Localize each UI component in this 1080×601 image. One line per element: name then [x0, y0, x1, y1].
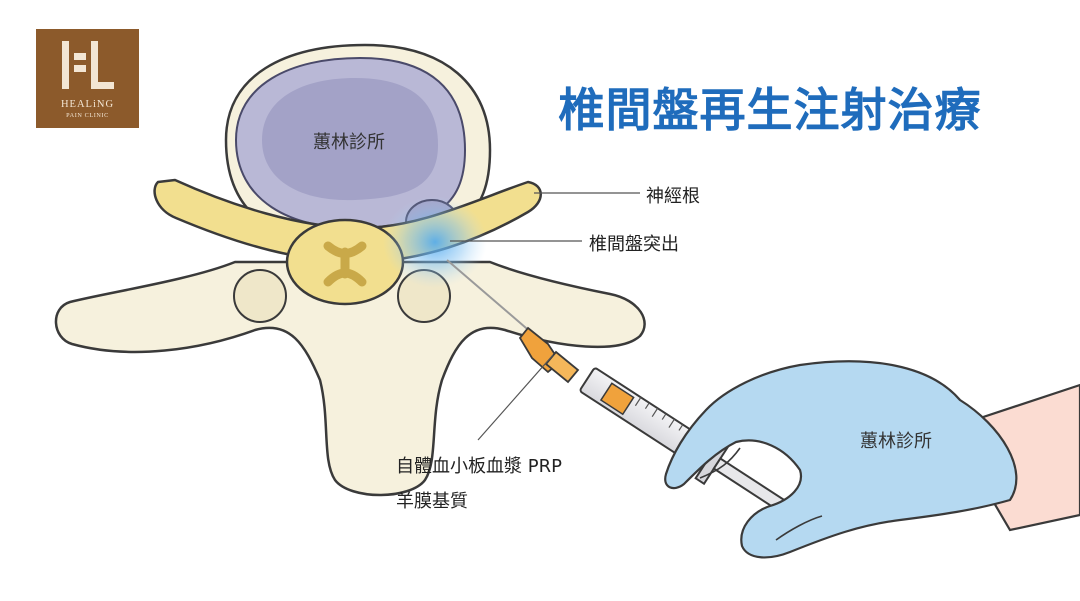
nerve-root-label: 神經根 — [646, 186, 700, 207]
vertebra-bone — [54, 260, 646, 497]
disc-watermark-label: 蕙林診所 — [313, 132, 385, 153]
disc-herniation-label: 椎間盤突出 — [589, 234, 679, 255]
glove — [664, 360, 1018, 559]
page-title: 椎間盤再生注射治療 — [558, 83, 982, 137]
logo-mark-icon — [62, 41, 114, 89]
logo-text-pain-clinic: PAIN CLINIC — [66, 112, 109, 119]
leader-lines — [450, 192, 640, 441]
spinal-cord-grey-matter — [323, 241, 367, 287]
glove-finger-crease — [699, 447, 741, 479]
nucleus — [262, 78, 438, 201]
logo-text-healing: HEALiNG — [60, 99, 115, 110]
injectate-label-line2: 羊膜基質 — [396, 491, 468, 512]
glove-watermark-label: 蕙林診所 — [860, 431, 932, 452]
herniation-glow — [383, 196, 487, 288]
leader-injectate — [477, 354, 554, 441]
needle — [446, 259, 541, 341]
glove-thumb-crease — [775, 515, 823, 541]
clinic-logo: HEALiNG PAIN CLINIC — [36, 29, 139, 128]
injectate-label-line1: 自體血小板血漿 PRP — [396, 456, 562, 477]
